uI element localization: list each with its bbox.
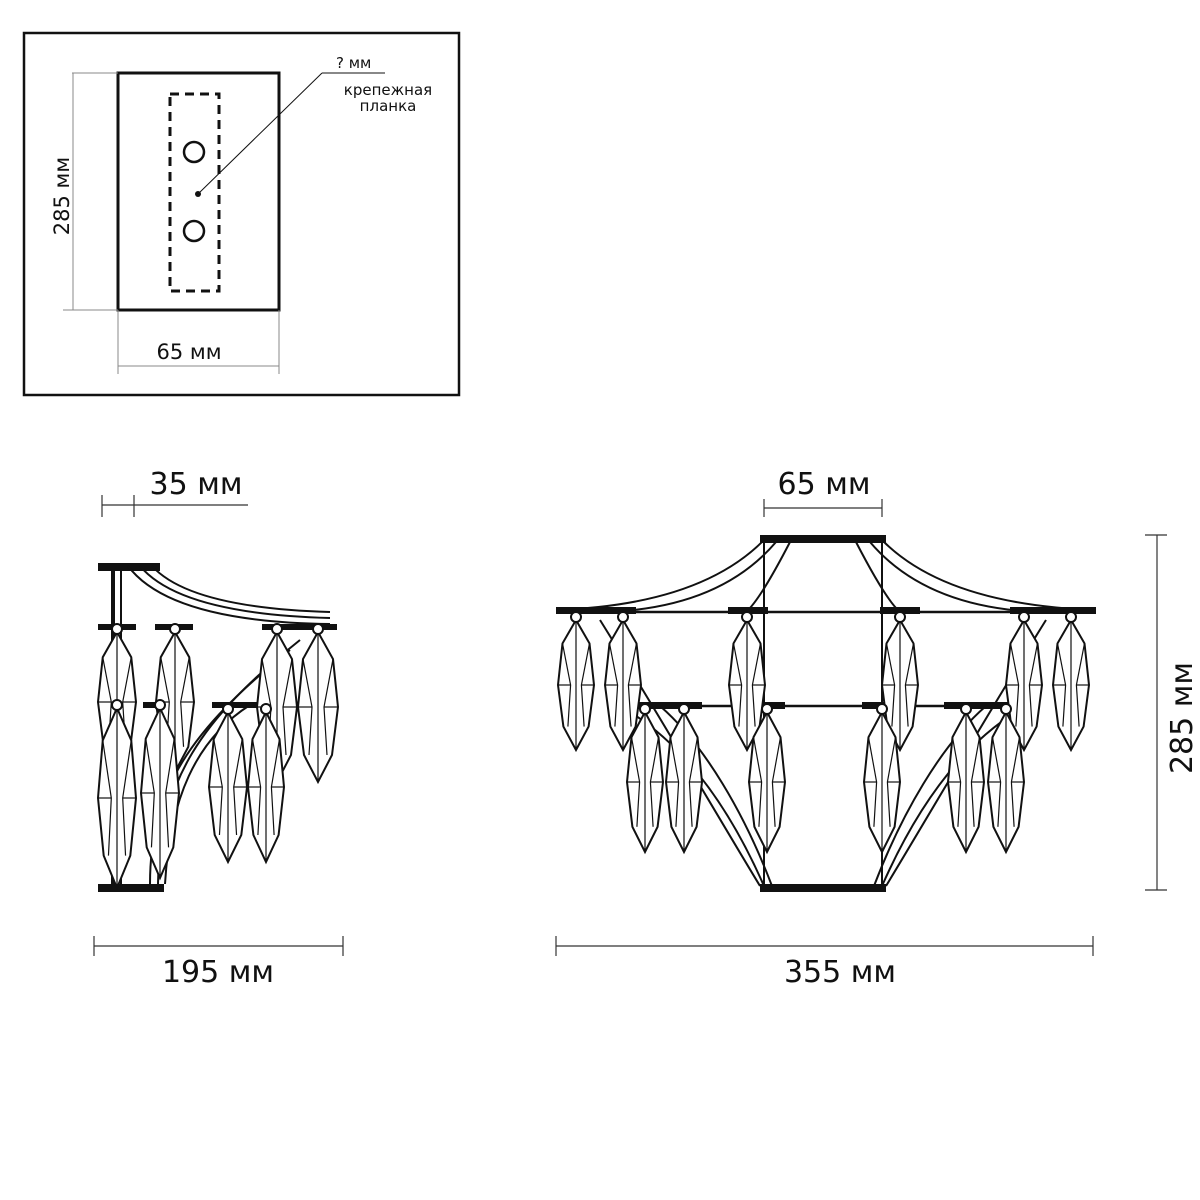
screw-hole-top bbox=[182, 140, 206, 164]
side-arm-2 bbox=[139, 565, 331, 619]
lower-arm-left-2 bbox=[659, 705, 773, 887]
side-crystals bbox=[96, 623, 340, 891]
front-crystal-pendant bbox=[946, 703, 986, 855]
side-width-label: 195 мм bbox=[162, 955, 274, 990]
front-crystal-pendant bbox=[727, 611, 767, 753]
upper-cap-mid-right bbox=[880, 607, 920, 614]
plate-height-label: 285 мм bbox=[50, 157, 74, 235]
base-plate-outline bbox=[116, 71, 281, 312]
side-bar-row2c bbox=[212, 702, 280, 708]
side-bar-row1c bbox=[262, 624, 337, 630]
front-plate-label: 65 мм bbox=[778, 467, 871, 502]
side-depth-label: 35 мм bbox=[150, 467, 243, 502]
front-crystal-pendant bbox=[664, 703, 704, 855]
side-view: 35 мм 195 мм bbox=[93, 467, 344, 990]
screw-hole-bottom bbox=[182, 219, 206, 243]
front-crystal-pendant bbox=[862, 703, 902, 855]
front-crystal-pendant bbox=[625, 703, 665, 855]
front-bottom-cap bbox=[760, 884, 886, 892]
front-crystal-pendant bbox=[1004, 611, 1044, 753]
mounting-plate-panel: ? мм крепежная планка 285 мм 65 мм bbox=[22, 31, 461, 397]
upper-arm-right-1 bbox=[881, 539, 1097, 611]
side-crystal-pendant bbox=[96, 699, 138, 891]
front-crystal-pendant bbox=[1051, 611, 1091, 753]
side-crystal-pendant bbox=[139, 699, 181, 881]
upper-cap-mid-left bbox=[728, 607, 768, 614]
front-top-cap bbox=[760, 535, 886, 543]
upper-cap-right bbox=[1010, 607, 1096, 614]
front-crystal-pendant bbox=[556, 611, 596, 753]
front-view: 65 мм 355 мм bbox=[555, 467, 1200, 990]
side-crystal-pendant bbox=[296, 623, 340, 785]
side-arm-1 bbox=[127, 565, 331, 625]
front-crystal-pendant bbox=[603, 611, 643, 753]
bottom-cap bbox=[98, 884, 164, 892]
front-crystal-pendant bbox=[747, 703, 787, 855]
side-crystal-pendant bbox=[207, 703, 249, 865]
leader-line bbox=[197, 72, 323, 195]
lower-cap-left bbox=[622, 702, 702, 709]
front-crystals bbox=[556, 611, 1091, 855]
upper-arm-right-3 bbox=[855, 541, 901, 613]
plate-width-label: 65 мм bbox=[156, 340, 221, 364]
side-arm-3 bbox=[151, 565, 331, 613]
lower-cap-right bbox=[944, 702, 1024, 709]
mounting-bracket-outline bbox=[168, 92, 221, 293]
panel-frame bbox=[22, 31, 461, 397]
upper-arm-left-3 bbox=[745, 541, 791, 613]
front-width-label: 355 мм bbox=[784, 955, 896, 990]
plate-label-line2: планка bbox=[360, 97, 417, 115]
plate-label-line1: крепежная bbox=[344, 81, 432, 99]
front-height-label: 285 мм bbox=[1165, 662, 1200, 774]
front-crystal-pendant bbox=[986, 703, 1026, 855]
upper-cap-left bbox=[556, 607, 636, 614]
front-crystal-pendant bbox=[880, 611, 920, 753]
unknown-dimension-label: ? мм bbox=[336, 54, 371, 72]
upper-arm-left-1 bbox=[555, 539, 765, 611]
side-crystal-pendant bbox=[246, 703, 286, 865]
